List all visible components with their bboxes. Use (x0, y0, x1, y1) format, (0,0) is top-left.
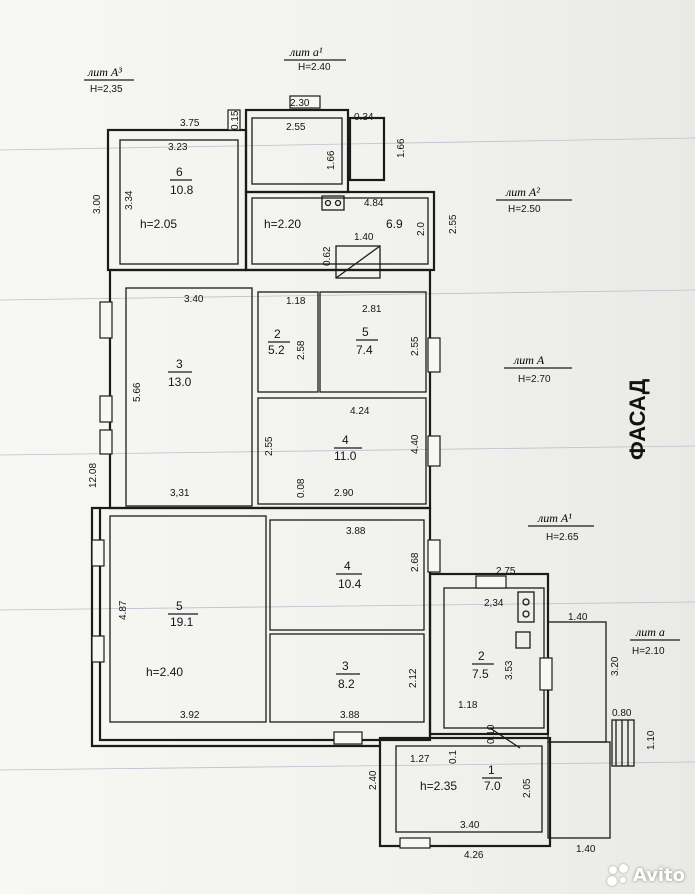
dim-1-66a: 1.66 (326, 150, 337, 170)
walls (90, 108, 635, 848)
label-lit-a3: лит А³ (87, 65, 122, 79)
windows (91, 95, 553, 849)
room6-number: 6 (176, 165, 183, 179)
dim-3-31: 3,31 (170, 488, 190, 499)
dim-0-08: 0.08 (296, 478, 307, 498)
dim-12-08: 12.08 (88, 463, 99, 488)
room3a-area: 13.0 (168, 375, 192, 389)
room3a-number: 3 (176, 357, 183, 371)
dim-2-05: 2.05 (522, 778, 533, 798)
label-h-a2: H=2.50 (508, 204, 541, 215)
dim-3-92: 3.92 (180, 710, 200, 721)
dim-3-53: 3.53 (504, 660, 515, 680)
dim-0-15: 0.15 (230, 110, 241, 130)
dim-1-40a: 1.40 (354, 232, 374, 243)
room3b-area: 8.2 (338, 677, 355, 691)
label-h-a1: H=2.65 (546, 532, 579, 543)
room2a-number: 2 (274, 327, 281, 341)
dim-2-0: 2.0 (416, 222, 427, 236)
dim-2-55c: 2.55 (410, 336, 421, 356)
litera-labels: лит А³ H=2,35 лит а¹ H=2.40 лит А² H=2.5… (84, 45, 680, 657)
label-lit-a1: лит А¹ (537, 511, 572, 525)
room4a-number: 4 (342, 433, 349, 447)
dim-2-40: 2.40 (368, 770, 379, 790)
dim-3-20: 3.20 (610, 656, 621, 676)
room5b-height: h=2.40 (146, 665, 183, 679)
dim-3-40: 3.40 (184, 294, 204, 305)
dim-4-26: 4.26 (464, 850, 484, 861)
dimension-labels: 3.75 0.15 2.30 0.34 2.55 1.66 1.66 3.23 … (88, 98, 657, 861)
dim-5-66: 5.66 (132, 382, 143, 402)
room6-height: h=2.05 (140, 217, 177, 231)
avito-watermark: Avito (606, 864, 685, 886)
dim-3-75: 3.75 (180, 118, 200, 129)
room4a-area: 11.0 (334, 449, 357, 463)
label-h-a3: H=2,35 (90, 84, 123, 95)
dim-1-66b: 1.66 (396, 138, 407, 158)
dim-1-18b: 1.18 (458, 700, 478, 711)
dim-2-81: 2.81 (362, 304, 382, 315)
dim-2-34: 2,34 (484, 598, 504, 609)
dim-0-80: 0.80 (612, 708, 632, 719)
dim-2-30: 2.30 (290, 98, 310, 109)
dim-0-62: 0.62 (322, 246, 333, 266)
room1-area: 7.0 (484, 779, 501, 793)
dim-2-12: 2.12 (408, 668, 419, 688)
dim-3-88a: 3.88 (346, 526, 366, 537)
room2b-number: 2 (478, 649, 485, 663)
label-h-a1-top: H=2.40 (298, 62, 331, 73)
room2a-area: 5.2 (268, 343, 285, 357)
dim-3-00: 3.00 (92, 194, 103, 214)
dim-2-55d: 2.55 (264, 436, 275, 456)
dim-4-40: 4.40 (410, 434, 421, 454)
room5a-area: 7.4 (356, 343, 373, 357)
label-lit-a1-top: лит а¹ (289, 45, 323, 59)
room4b-area: 10.4 (338, 577, 362, 591)
dim-2-90: 2.90 (334, 488, 354, 499)
dim-4-87: 4.87 (118, 600, 129, 620)
dim-2-75: 2.75 (496, 566, 516, 577)
dim-0-1: 0.1 (448, 750, 459, 764)
label-lit-a2: лит А² (505, 185, 540, 199)
label-lit-a-porch: лит а (635, 625, 665, 639)
dim-3-40b: 3.40 (460, 820, 480, 831)
dim-2-68: 2.68 (410, 552, 421, 572)
dim-1-40c: 1.40 (576, 844, 596, 855)
dim-3-34: 3.34 (124, 190, 135, 210)
room5a-number: 5 (362, 325, 369, 339)
dim-4-24: 4.24 (350, 406, 370, 417)
dim-4-84: 4.84 (364, 198, 384, 209)
room5b-number: 5 (176, 599, 183, 613)
room1-number: 1 (488, 763, 495, 777)
avito-logo-icon (606, 864, 629, 886)
dim-2-55a: 2.55 (286, 122, 306, 133)
kitchen-height: h=2.20 (264, 217, 301, 231)
label-h-a: H=2.70 (518, 374, 551, 385)
room3b-number: 3 (342, 659, 349, 673)
room4b-number: 4 (344, 559, 351, 573)
dim-2-58: 2.58 (296, 340, 307, 360)
fixtures (321, 195, 535, 749)
dim-2-55b: 2.55 (448, 214, 459, 234)
label-lit-a: лит А (513, 353, 545, 367)
dim-0-10: 0.10 (486, 724, 497, 744)
dim-0-34: 0.34 (354, 112, 374, 123)
facade-label: ФАСАД (625, 378, 650, 460)
kitchen-area: 6.9 (386, 217, 403, 231)
dim-1-27: 1.27 (410, 754, 430, 765)
dim-1-40b: 1.40 (568, 612, 588, 623)
room1-height: h=2.35 (420, 779, 457, 793)
dim-1-10: 1.10 (646, 730, 657, 750)
avito-brand-text: Avito (632, 864, 685, 886)
dim-3-23: 3.23 (168, 142, 188, 153)
room2b-area: 7.5 (472, 667, 489, 681)
room6-area: 10.8 (170, 183, 194, 197)
dim-1-18a: 1.18 (286, 296, 306, 307)
room5b-area: 19.1 (170, 615, 194, 629)
label-h-a-porch: H=2.10 (632, 646, 665, 657)
room-labels: 6 10.8 h=2.05 6.9 h=2.20 3 13.0 2 5.2 5 … (140, 165, 502, 793)
dim-3-88b: 3.88 (340, 710, 360, 721)
